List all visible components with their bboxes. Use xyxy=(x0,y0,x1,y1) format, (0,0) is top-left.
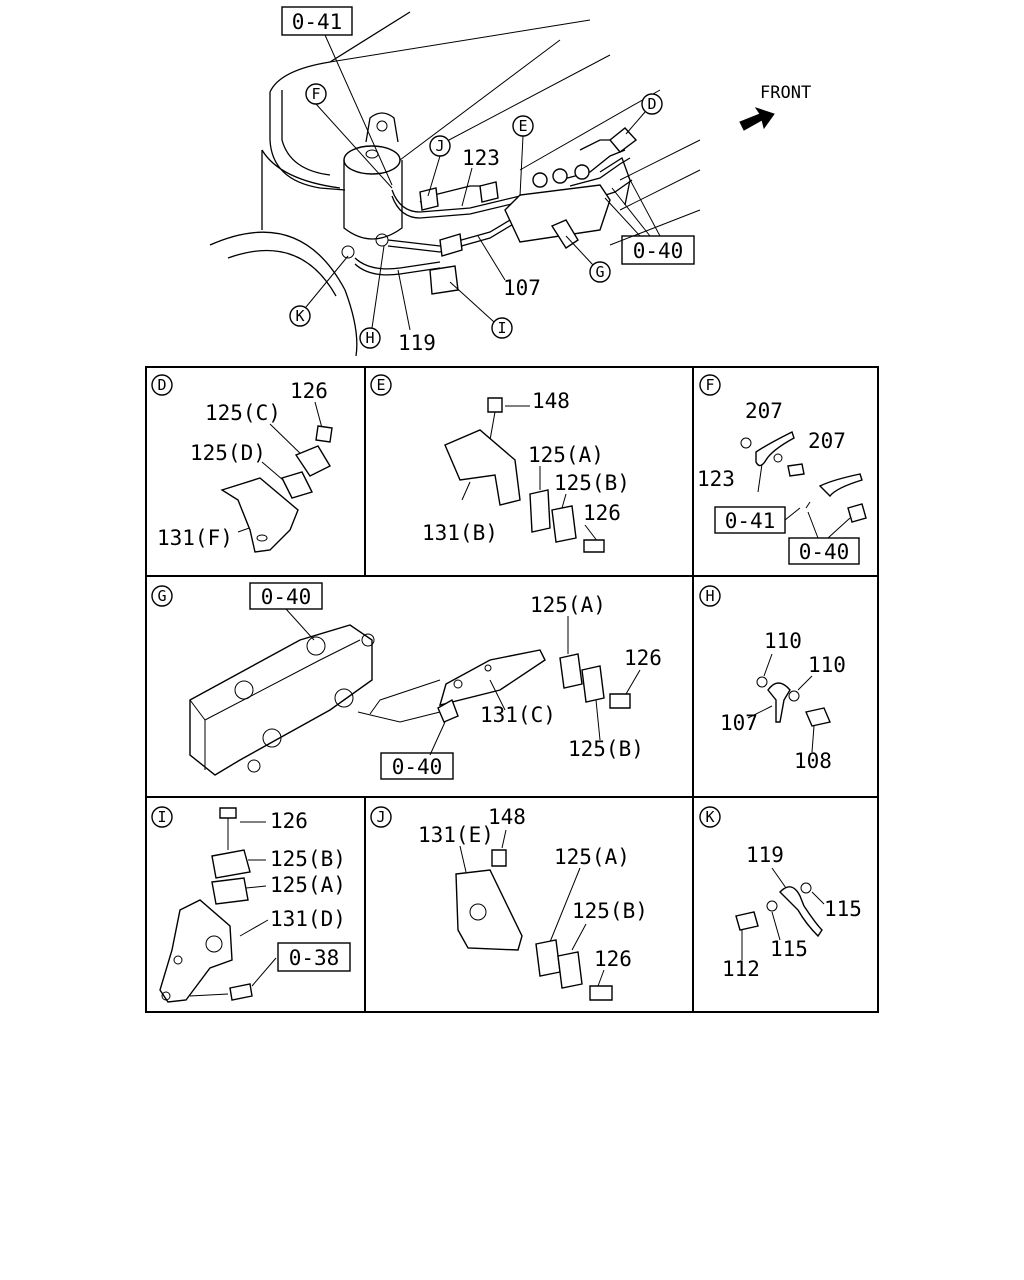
svg-text:H: H xyxy=(705,587,714,605)
svg-text:F: F xyxy=(311,85,320,103)
panel-G-letter: G xyxy=(151,585,173,607)
H-label-108: 108 xyxy=(794,749,832,773)
injection-pump xyxy=(419,127,638,295)
svg-text:K: K xyxy=(705,808,714,826)
E-label-125b: 125(B) xyxy=(554,471,630,495)
D-label-131f: 131(F) xyxy=(157,526,233,550)
I-label-126: 126 xyxy=(270,809,308,833)
I-label-125a: 125(A) xyxy=(270,873,346,897)
H-label-107: 107 xyxy=(720,711,758,735)
ref-box-0-41: 0-41 xyxy=(281,6,393,186)
callout-D: D xyxy=(641,93,663,115)
H-label-110b: 110 xyxy=(808,653,846,677)
panel-D: D 126 125(C) 125(D) 131(F) xyxy=(151,374,333,553)
main-callouts: F J E D K H I G xyxy=(289,83,663,349)
svg-text:J: J xyxy=(376,808,385,826)
K-label-115a: 115 xyxy=(824,897,862,921)
panel-K: K 119 115 115 112 xyxy=(699,806,862,981)
E-label-148: 148 xyxy=(532,389,570,413)
main-part-numbers: 123 107 119 xyxy=(397,146,541,355)
svg-text:D: D xyxy=(157,376,166,394)
J-label-125b: 125(B) xyxy=(572,899,648,923)
panel-J: J 131(E) 148 125(A) 125(B) 126 xyxy=(370,805,648,1001)
svg-text:J: J xyxy=(435,137,444,155)
panel-H-letter: H xyxy=(699,585,721,607)
panel-D-letter: D xyxy=(151,374,173,396)
ref-0-41-text: 0-41 xyxy=(292,10,343,34)
J-label-148: 148 xyxy=(488,805,526,829)
H-label-110a: 110 xyxy=(764,629,802,653)
callout-F: F xyxy=(305,83,327,105)
label-107: 107 xyxy=(503,276,541,300)
svg-text:E: E xyxy=(376,376,385,394)
K-label-112: 112 xyxy=(722,957,760,981)
J-label-131e: 131(E) xyxy=(418,823,494,847)
front-arrow-icon xyxy=(739,107,775,131)
panel-G: G 0-40 125(A) 126 131(C) 125(B) 0-40 xyxy=(151,582,662,780)
J-label-125a: 125(A) xyxy=(554,845,630,869)
G-label-125b: 125(B) xyxy=(568,737,644,761)
E-label-131b: 131(B) xyxy=(422,521,498,545)
E-label-125a: 125(A) xyxy=(528,443,604,467)
callout-I: I xyxy=(491,317,513,339)
D-label-125c: 125(C) xyxy=(205,401,281,425)
panel-K-letter: K xyxy=(699,806,721,828)
panel-H: H 110 110 107 108 xyxy=(699,585,846,773)
panel-I: I 126 125(B) 125(A) 131(D) 0-38 xyxy=(151,806,351,1003)
I-label-131d: 131(D) xyxy=(270,907,346,931)
panel-F: F 207 207 123 0-41 0-40 xyxy=(697,374,867,565)
fuel-filter xyxy=(341,112,403,259)
svg-text:H: H xyxy=(365,329,374,347)
I-ref-0-38: 0-38 xyxy=(289,946,340,970)
label-123: 123 xyxy=(462,146,500,170)
I-label-125b: 125(B) xyxy=(270,847,346,871)
F-label-123: 123 xyxy=(697,467,735,491)
panel-E-letter: E xyxy=(370,374,392,396)
panel-J-letter: J xyxy=(370,806,392,828)
F-ref-0-40: 0-40 xyxy=(799,540,850,564)
ref-box-0-40: 0-40 xyxy=(604,175,695,265)
ref-0-40-text: 0-40 xyxy=(633,239,684,263)
svg-text:I: I xyxy=(497,319,506,337)
D-label-125d: 125(D) xyxy=(190,441,266,465)
callout-E: E xyxy=(512,115,534,137)
callout-J: J xyxy=(429,135,451,157)
svg-text:E: E xyxy=(518,117,527,135)
label-119: 119 xyxy=(398,331,436,355)
panel-I-letter: I xyxy=(151,806,173,828)
callout-K: K xyxy=(289,305,311,327)
E-label-126: 126 xyxy=(583,501,621,525)
detail-grid xyxy=(145,366,879,1013)
G-label-125a: 125(A) xyxy=(530,593,606,617)
G-label-131c: 131(C) xyxy=(480,703,556,727)
J-label-126: 126 xyxy=(594,947,632,971)
svg-text:D: D xyxy=(647,95,656,113)
callout-H: H xyxy=(359,327,381,349)
K-label-115b: 115 xyxy=(770,937,808,961)
callout-G: G xyxy=(589,261,611,283)
svg-text:G: G xyxy=(595,263,604,281)
svg-text:F: F xyxy=(705,376,714,394)
engine-outline xyxy=(209,11,701,357)
G-label-126: 126 xyxy=(624,646,662,670)
fuel-lines xyxy=(354,139,633,276)
svg-text:I: I xyxy=(157,808,166,826)
D-label-126: 126 xyxy=(290,379,328,403)
F-ref-0-41: 0-41 xyxy=(725,509,776,533)
G-ref-0-40-b: 0-40 xyxy=(392,755,443,779)
F-label-207b: 207 xyxy=(808,429,846,453)
panel-F-letter: F xyxy=(699,374,721,396)
panel-E: E 148 125(A) 125(B) 126 131(B) xyxy=(370,374,630,553)
F-label-207a: 207 xyxy=(745,399,783,423)
K-label-119: 119 xyxy=(746,843,784,867)
G-ref-0-40-a: 0-40 xyxy=(261,585,312,609)
main-assembly-view: 0-41 0-40 FRONT F J E D K H xyxy=(209,6,811,357)
front-indicator: FRONT xyxy=(739,83,811,131)
svg-text:G: G xyxy=(157,587,166,605)
svg-text:K: K xyxy=(295,307,304,325)
front-label: FRONT xyxy=(760,83,811,103)
